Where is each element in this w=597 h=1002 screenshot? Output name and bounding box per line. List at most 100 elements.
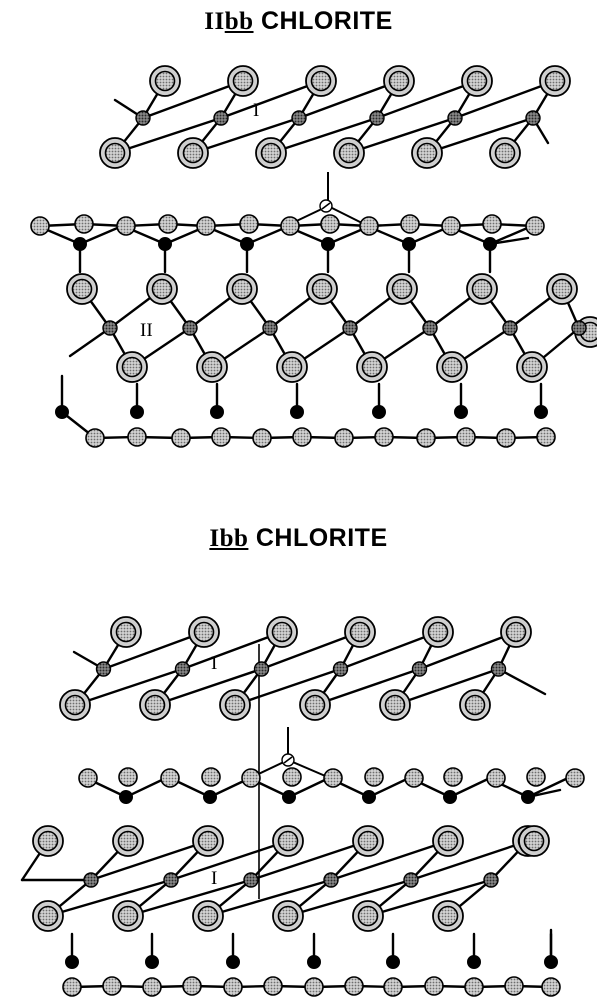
tetrahedral-cation — [119, 790, 133, 804]
title-iibb-rest: CHLORITE — [253, 7, 393, 35]
tetrahedral-cation — [534, 405, 548, 419]
tetrahedral-cation — [210, 405, 224, 419]
basal-oxygen-atom — [334, 428, 354, 448]
octahedral-cation — [253, 661, 270, 677]
octahedral-oxygen-atom — [272, 825, 304, 857]
octahedral-oxygen-atom — [546, 273, 578, 305]
basal-oxygen-atom — [364, 767, 384, 787]
octahedral-oxygen-atom — [149, 65, 181, 97]
hydroxyl-stroke — [283, 756, 293, 764]
octahedral-oxygen-atom — [500, 616, 532, 648]
octahedral-oxygen-atom — [116, 351, 148, 383]
bond — [287, 776, 331, 799]
oxygen-inner-core — [71, 278, 93, 300]
bond — [68, 326, 112, 358]
basal-oxygen-atom — [526, 767, 546, 787]
octahedral-cation — [342, 320, 358, 336]
basal-oxygen-atom — [486, 768, 506, 788]
octahedral-cation — [447, 110, 463, 126]
octahedral-oxygen-atom — [344, 616, 376, 648]
octahedral-cation — [174, 661, 191, 677]
oxygen-inner-core — [304, 694, 326, 716]
oxygen-inner-core — [37, 830, 59, 852]
title-iibb-chlorite: IIbb CHLORITE — [0, 7, 597, 36]
oxygen-inner-core — [154, 70, 176, 92]
tetrahedral-cation — [467, 955, 481, 969]
basal-oxygen-atom — [118, 767, 138, 787]
bond — [141, 79, 245, 120]
basal-oxygen-atom — [323, 768, 343, 788]
oxygen-inner-core — [182, 142, 204, 164]
octahedral-oxygen-atom — [333, 137, 365, 169]
octahedral-oxygen-atom — [422, 616, 454, 648]
oxygen-inner-core — [277, 830, 299, 852]
title-iibb-prefix: II — [204, 8, 225, 35]
bond — [102, 630, 206, 671]
basal-oxygen-atom — [541, 977, 561, 997]
hydroxyl-bond — [287, 759, 331, 779]
bond — [269, 116, 379, 155]
octahedral-cation — [291, 110, 307, 126]
octahedral-oxygen-atom — [219, 689, 251, 721]
oxygen-inner-core — [197, 905, 219, 927]
octahedral-oxygen-atom — [356, 351, 388, 383]
oxygen-inner-core — [281, 356, 303, 378]
oxygen-inner-core — [466, 70, 488, 92]
bond — [78, 224, 124, 246]
oxygen-inner-core — [37, 905, 59, 927]
octahedral-oxygen-atom — [66, 273, 98, 305]
octahedral-oxygen-atom — [32, 900, 64, 932]
bond — [497, 667, 547, 696]
bond — [393, 667, 500, 707]
tetrahedral-cation — [73, 237, 87, 251]
tetrahedral-cation — [443, 790, 457, 804]
tetrahedral-cation — [402, 237, 416, 251]
octahedral-cation — [490, 661, 507, 677]
bond — [169, 839, 290, 882]
tetrahedral-cation — [521, 790, 535, 804]
octahedral-oxygen-atom — [411, 137, 443, 169]
octahedral-oxygen-atom — [196, 351, 228, 383]
tetrahedral-cation — [226, 955, 240, 969]
bond — [375, 79, 479, 120]
basal-oxygen-atom — [158, 214, 178, 234]
oxygen-inner-core — [117, 830, 139, 852]
basal-oxygen-atom — [116, 216, 136, 236]
octahedral-cation — [369, 110, 385, 126]
tetrahedral-cation — [130, 405, 144, 419]
oxygen-inner-core — [523, 830, 545, 852]
bond — [286, 878, 413, 918]
octahedral-cation — [83, 872, 99, 888]
tetrahedral-cation — [544, 955, 558, 969]
oxygen-inner-core — [464, 694, 486, 716]
oxygen-inner-core — [271, 621, 293, 643]
octahedral-oxygen-atom — [272, 900, 304, 932]
tetrahedral-cation — [203, 790, 217, 804]
octahedral-oxygen-atom — [459, 689, 491, 721]
bond — [366, 878, 493, 918]
octahedral-cation — [323, 872, 339, 888]
octahedral-oxygen-atom — [379, 689, 411, 721]
basal-oxygen-atom — [127, 427, 147, 447]
octahedral-cation — [571, 320, 587, 336]
octahedral-oxygen-atom — [383, 65, 415, 97]
basal-oxygen-atom — [282, 767, 302, 787]
basal-oxygen-atom — [252, 428, 272, 448]
bond — [339, 630, 440, 671]
basal-oxygen-atom — [374, 427, 394, 447]
octahedral-oxygen-atom — [305, 65, 337, 97]
octahedral-cation — [411, 661, 428, 677]
oxygen-inner-core — [391, 278, 413, 300]
oxygen-inner-core — [197, 830, 219, 852]
basal-oxygen-atom — [102, 976, 122, 996]
bond — [126, 878, 253, 918]
octahedral-label-bottom-lower: I — [211, 868, 217, 889]
octahedral-cation — [163, 872, 179, 888]
octahedral-oxygen-atom — [306, 273, 338, 305]
octahedral-cation — [262, 320, 278, 336]
oxygen-inner-core — [260, 142, 282, 164]
bond — [46, 878, 173, 918]
basal-oxygen-atom — [239, 214, 259, 234]
bond — [448, 776, 492, 799]
oxygen-inner-core — [231, 278, 253, 300]
